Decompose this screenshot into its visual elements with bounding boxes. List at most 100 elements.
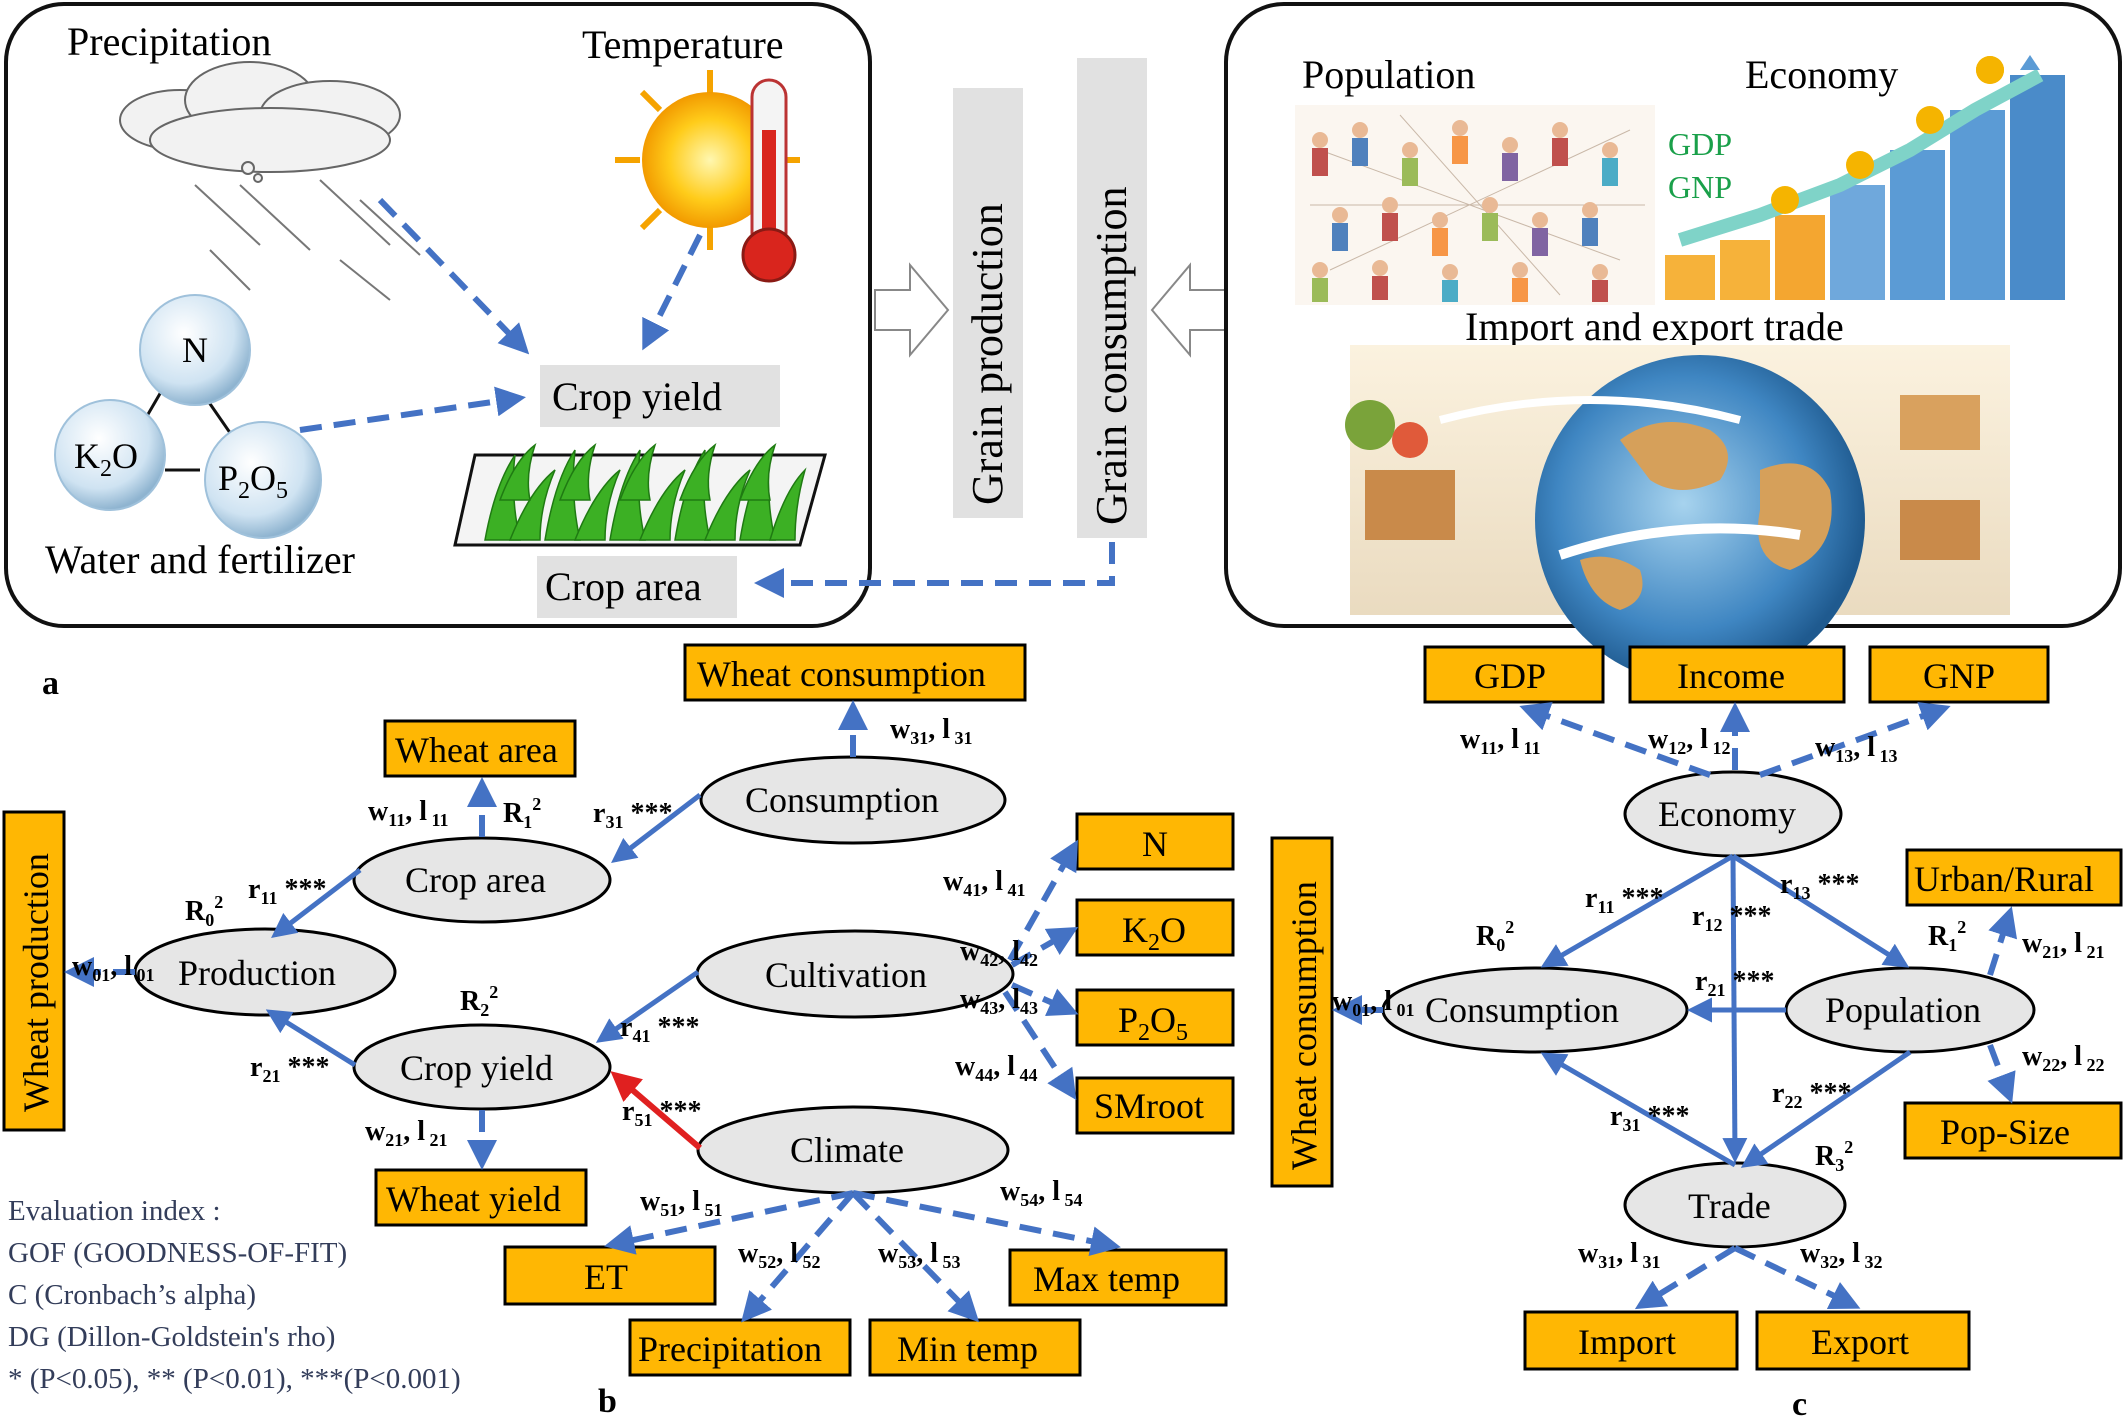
k2o-box: [1075, 898, 1235, 957]
population-to-trade-arrow: [1740, 1049, 1912, 1168]
svg-text:R32: R32: [1815, 1137, 1853, 1175]
crop-area-ellipse-label: Crop area: [405, 860, 546, 900]
income-label: Income: [1677, 656, 1785, 696]
svg-text:R12: R12: [1928, 917, 1966, 955]
wheat-consumption-vlabel: Wheat consumption: [1284, 881, 1324, 1170]
svg-text:w21, l 21: w21, l 21: [365, 1116, 448, 1150]
evaluation-c: C (Cronbach’s alpha): [8, 1279, 256, 1311]
gnp-box: [1868, 645, 2050, 704]
evaluation-gof: GOF (GOODNESS-OF-FIT): [8, 1237, 347, 1269]
crop-area-box: [537, 556, 737, 618]
et-label: ET: [584, 1257, 628, 1297]
svg-text:w31, l 31: w31, l 31: [1578, 1238, 1661, 1272]
crop-yield-ellipse-label: Crop yield: [400, 1048, 553, 1088]
pop-size-label: Pop-Size: [1940, 1112, 2070, 1152]
wheat-yield-label: Wheat yield: [386, 1179, 561, 1219]
crop-yield-label: Crop yield: [552, 374, 722, 419]
grain-production-box: [953, 88, 1023, 518]
gdp-label: GDP: [1668, 126, 1732, 162]
evaluation-dg: DG (Dillon-Goldstein's rho): [8, 1321, 335, 1353]
cultivation-label: Cultivation: [765, 955, 927, 995]
svg-text:r51 ***: r51 ***: [622, 1096, 701, 1130]
croparea-to-production-arrow: [271, 868, 362, 939]
k2o-bubble-label: K2O: [74, 436, 138, 482]
svg-text:w12, l 12: w12, l 12: [1648, 724, 1731, 758]
grain-consumption-label: Grain consumption: [1087, 186, 1136, 525]
sun-thermometer-icon: [615, 70, 800, 283]
svg-text:w52, l 52: w52, l 52: [738, 1238, 821, 1272]
svg-text:R12: R12: [503, 794, 541, 832]
economy-growth-chart-image: [1665, 55, 2065, 300]
svg-text:w31, l 31: w31, l 31: [890, 714, 973, 748]
cultivation-to-k2o-arrow: [1010, 927, 1079, 968]
cropyield-to-production-arrow: [265, 1009, 357, 1068]
cloud-icon: [119, 61, 401, 183]
economy-to-trade-arrow: [1722, 855, 1748, 1163]
climate-to-mintemp-arrow: [850, 1190, 980, 1323]
consumption-label-b: Consumption: [745, 780, 939, 820]
svg-text:w42, l42: w42, l42: [960, 936, 1038, 970]
trade-to-consumption-arrow: [1540, 1052, 1737, 1168]
min-temp-label: Min temp: [897, 1329, 1038, 1369]
population-ellipse-label: Population: [1825, 990, 1981, 1030]
cultivation-to-cropyield-arrow: [595, 969, 700, 1043]
crop-yield-ellipse: [352, 1023, 612, 1111]
trade-to-import-arrow: [1634, 1245, 1737, 1310]
svg-text:w44, l 44: w44, l 44: [955, 1051, 1038, 1085]
svg-text:r41 ***: r41 ***: [620, 1012, 699, 1046]
wheat-production-label: Wheat production: [16, 853, 56, 1112]
wheat-yield-box: [374, 1168, 588, 1227]
precip-to-yield-arrow: [377, 197, 530, 355]
income-box: [1628, 645, 1846, 704]
panel-a-letter: a: [42, 665, 59, 702]
svg-text:w11, l 11: w11, l 11: [368, 796, 449, 830]
panel-c-letter: c: [1792, 1386, 1807, 1422]
n-bubble-label: N: [182, 330, 208, 370]
svg-text:w32, l 32: w32, l 32: [1800, 1238, 1883, 1272]
economy-to-population-arrow: [1731, 853, 1910, 968]
import-box: [1523, 1310, 1739, 1371]
production-label: Production: [178, 953, 336, 993]
climate-to-cropyield-arrow: [610, 1071, 702, 1151]
svg-text:w22, l 22: w22, l 22: [2022, 1041, 2105, 1075]
trade-globe-image: [1345, 345, 2010, 685]
consumption-label-c: Consumption: [1425, 990, 1619, 1030]
climate-to-precip-arrow: [741, 1191, 856, 1323]
consumption-to-croparea-arrow: [611, 793, 702, 864]
export-box: [1755, 1310, 1971, 1371]
crop-area-ellipse: [352, 836, 612, 924]
panel-c-path-labels: w11, l 11 w12, l 12 w13, l 13 r11 *** r1…: [1332, 724, 2105, 1272]
wheat-area-box: [383, 719, 577, 778]
population-to-urban-arrow: [1987, 906, 2018, 976]
population-crowd-image: [1295, 105, 1655, 305]
grain-production-label: Grain production: [963, 203, 1012, 505]
p2o5-box: [1075, 988, 1235, 1047]
trade-ellipse-label: Trade: [1688, 1186, 1771, 1226]
svg-text:w11, l 11: w11, l 11: [1460, 724, 1541, 758]
wheat-consumption-label: Wheat consumption: [697, 654, 986, 694]
temp-to-yield-arrow: [642, 233, 703, 351]
grain-consumption-box: [1077, 58, 1147, 538]
panel-b-letter: b: [598, 1383, 617, 1420]
svg-text:r11 ***: r11 ***: [1585, 883, 1663, 917]
svg-text:r21 ***: r21 ***: [1695, 966, 1774, 1000]
gdp-box: [1423, 645, 1605, 704]
temperature-label: Temperature: [582, 22, 784, 67]
svg-text:w53, l 53: w53, l 53: [878, 1238, 961, 1272]
evaluation-pvalues: * (P<0.05), ** (P<0.01), ***(P<0.001): [8, 1363, 461, 1395]
svg-text:R02: R02: [1476, 917, 1514, 955]
urban-rural-label: Urban/Rural: [1914, 859, 2094, 899]
gdp-box-label: GDP: [1474, 656, 1546, 696]
import-label: Import: [1578, 1322, 1676, 1362]
max-temp-label: Max temp: [1033, 1259, 1180, 1299]
svg-text:R02: R02: [185, 892, 223, 930]
smroot-label: SMroot: [1094, 1086, 1204, 1126]
svg-text:r13 ***: r13 ***: [1780, 869, 1859, 903]
smroot-box: [1075, 1076, 1235, 1135]
svg-text:w01, l 01: w01, l 01: [1332, 986, 1415, 1020]
crop-field-icon: [453, 442, 827, 547]
fert-to-yield-arrow: [299, 386, 526, 433]
hollow-arrow-right: [874, 262, 950, 358]
cultivation-to-smroot-arrow: [1002, 990, 1077, 1101]
evaluation-title: Evaluation index :: [8, 1195, 221, 1227]
